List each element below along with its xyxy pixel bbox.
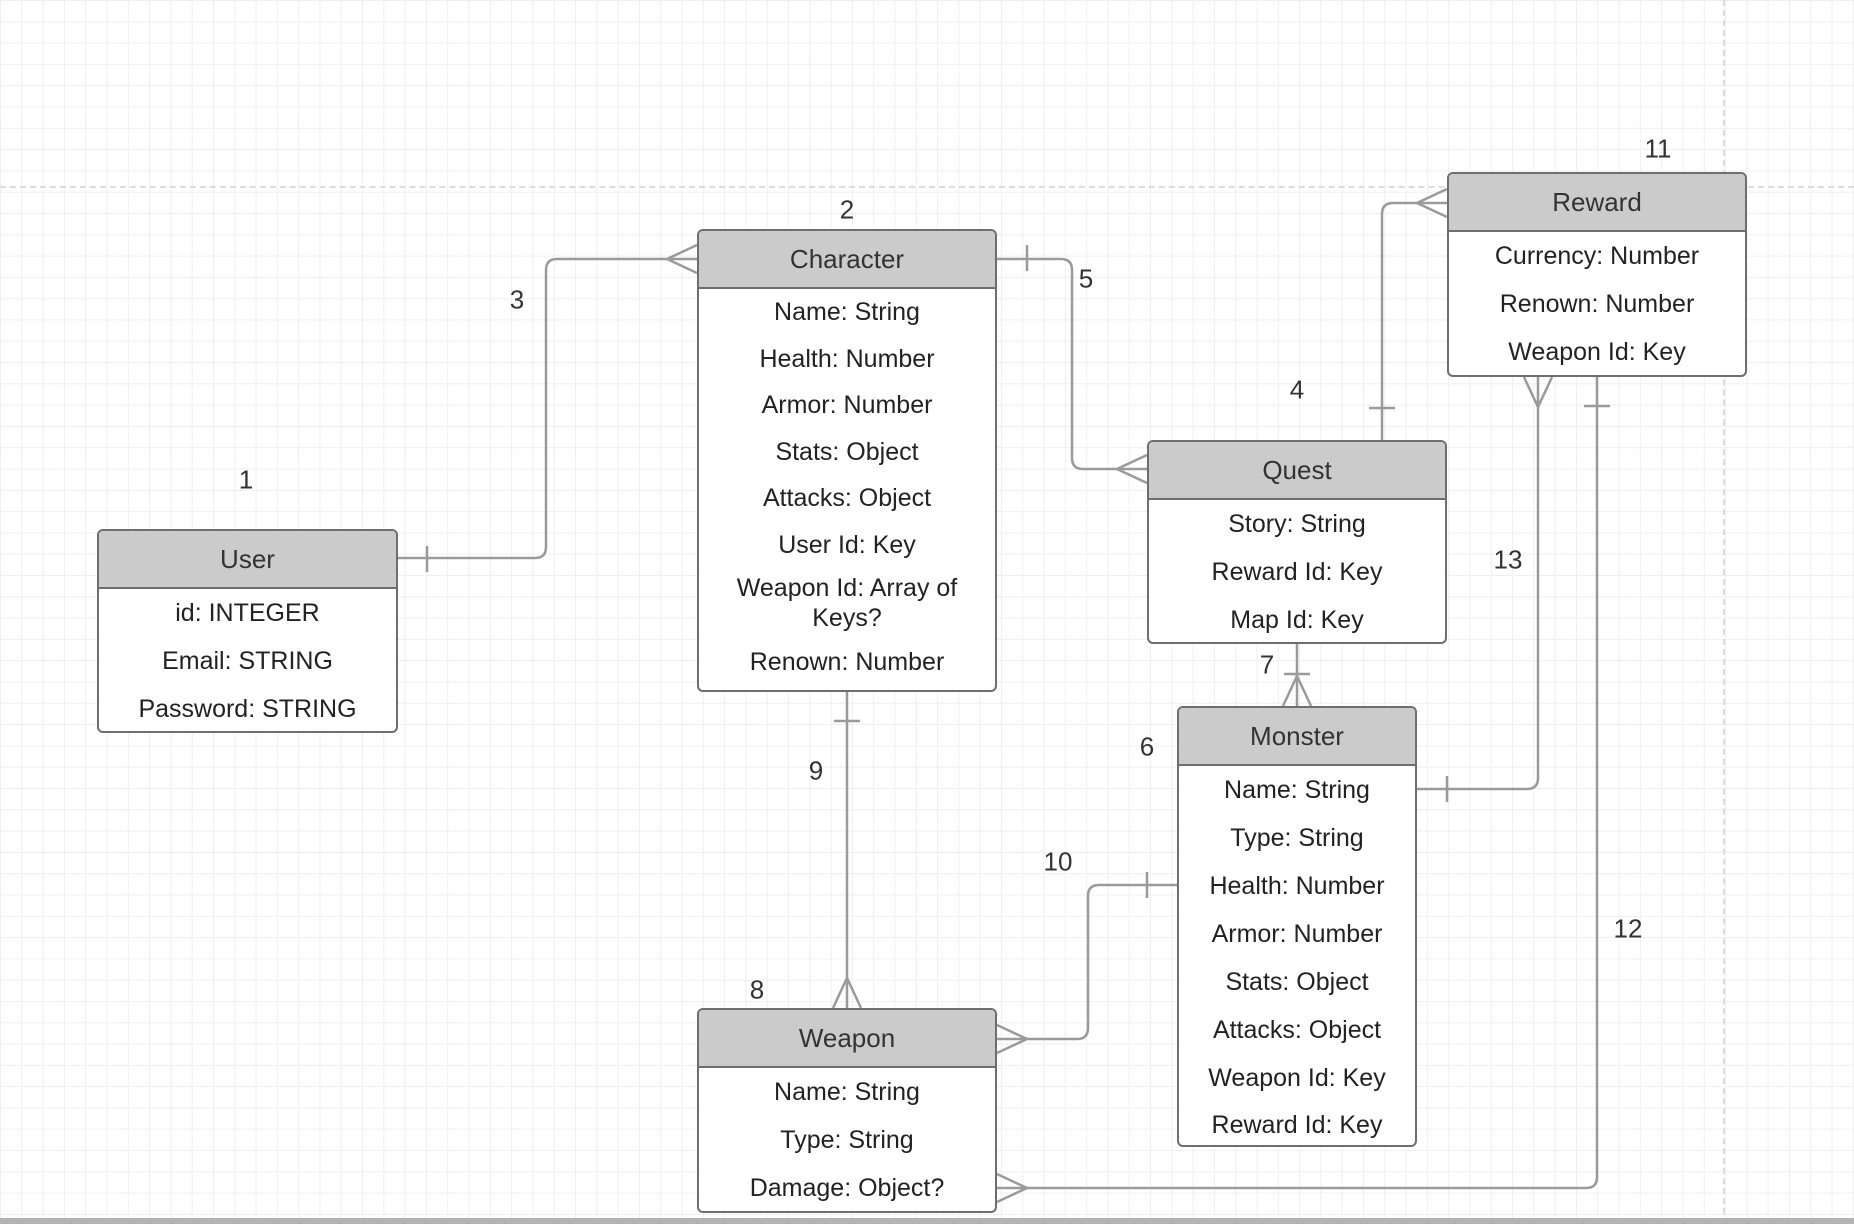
entity-user-title: User <box>99 531 396 589</box>
field-character-attacks: Attacks: Object <box>762 484 932 512</box>
label-2: 2 <box>839 194 855 225</box>
many-marker <box>996 1023 1030 1055</box>
field-weapon-name: Name: String <box>774 1078 920 1106</box>
connector-monster-reward <box>1417 377 1540 791</box>
field-quest-story: Story: String <box>1228 510 1366 538</box>
entity-reward[interactable]: Reward Currency: Number Renown: Number W… <box>1447 172 1747 377</box>
label-9: 9 <box>808 755 824 786</box>
field-character-stats: Stats: Object <box>775 437 919 466</box>
label-10: 10 <box>1043 846 1073 877</box>
page-break-horizontal <box>0 186 1854 188</box>
field-reward-currency: Currency: Number <box>1494 242 1700 270</box>
field-user-email: Email: STRING <box>162 647 333 675</box>
connector-reward-weapon <box>997 377 1599 1190</box>
label-11: 11 <box>1644 133 1672 164</box>
connector-quest-reward <box>1380 201 1447 440</box>
field-weapon-type: Type: String <box>780 1126 914 1154</box>
label-1: 1 <box>238 464 254 495</box>
field-character-user-id: User Id: Key <box>778 530 916 559</box>
field-reward-renown: Renown: Number <box>1499 290 1695 318</box>
field-character-armor: Armor: Number <box>761 391 933 419</box>
entity-quest[interactable]: Quest Story: String Reward Id: Key Map I… <box>1147 440 1447 644</box>
field-reward-weapon-id: Weapon Id: Key <box>1508 338 1686 366</box>
field-character-name: Name: String <box>774 298 920 326</box>
many-marker <box>1114 453 1148 485</box>
field-user-password: Password: STRING <box>138 695 357 723</box>
field-monster-health: Health: Number <box>1209 872 1385 900</box>
entity-monster[interactable]: Monster Name: String Type: String Health… <box>1177 706 1417 1147</box>
field-monster-armor: Armor: Number <box>1211 920 1383 948</box>
many-marker <box>664 243 698 275</box>
connector-user-character <box>398 257 697 560</box>
field-monster-attacks: Attacks: Object <box>1212 1016 1382 1044</box>
many-marker <box>1522 376 1554 410</box>
page-break-vertical <box>1723 0 1725 1224</box>
entity-reward-title: Reward <box>1449 174 1745 232</box>
many-marker <box>1414 187 1448 219</box>
label-6: 6 <box>1139 731 1155 762</box>
field-user-id: id: INTEGER <box>175 599 320 627</box>
field-weapon-damage: Damage: Object? <box>749 1174 945 1202</box>
label-12: 12 <box>1613 913 1643 944</box>
entity-weapon-title: Weapon <box>699 1010 995 1068</box>
label-4: 4 <box>1289 374 1305 405</box>
field-monster-type: Type: String <box>1230 824 1364 852</box>
many-marker <box>831 975 863 1009</box>
entity-character-title: Character <box>699 231 995 289</box>
entity-user[interactable]: User id: INTEGER Email: STRING Password:… <box>97 529 398 733</box>
field-quest-reward-id: Reward Id: Key <box>1211 558 1383 586</box>
field-monster-weapon-id: Weapon Id: Key <box>1208 1063 1386 1092</box>
label-7: 7 <box>1259 649 1275 680</box>
field-monster-stats: Stats: Object <box>1225 968 1369 996</box>
field-character-weapon-id: Weapon Id: Array of Keys? <box>736 574 958 632</box>
label-8: 8 <box>749 974 765 1005</box>
connector-monster-weapon <box>997 883 1177 1041</box>
entity-monster-title: Monster <box>1179 708 1415 766</box>
field-quest-map-id: Map Id: Key <box>1230 606 1364 634</box>
field-character-health: Health: Number <box>759 344 935 373</box>
field-monster-reward-id: Reward Id: Key <box>1211 1110 1383 1139</box>
entity-quest-title: Quest <box>1149 442 1445 500</box>
label-5: 5 <box>1078 263 1094 294</box>
entity-character[interactable]: Character Name: String Health: Number Ar… <box>697 229 997 692</box>
field-monster-name: Name: String <box>1224 776 1370 804</box>
entity-weapon[interactable]: Weapon Name: String Type: String Damage:… <box>697 1008 997 1213</box>
bottom-scrollbar <box>0 1218 1854 1224</box>
many-marker <box>996 1172 1030 1204</box>
connector-character-quest <box>997 257 1147 471</box>
label-3: 3 <box>509 284 525 315</box>
many-marker <box>1281 673 1313 707</box>
field-character-renown: Renown: Number <box>749 648 945 676</box>
label-13: 13 <box>1493 544 1523 575</box>
